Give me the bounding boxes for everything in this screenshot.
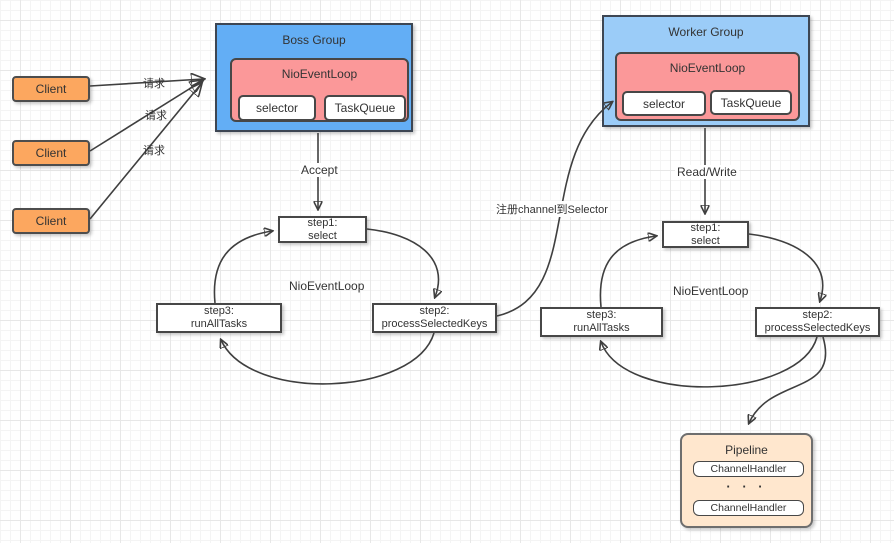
client-label: Client (35, 82, 67, 96)
step-label: step3: (204, 305, 234, 317)
pipeline-box: Pipeline ChannelHandler · · · ChannelHan… (680, 433, 813, 528)
client-box-1: Client (12, 76, 90, 102)
worker-nioeventloop-box: NioEventLoop selector TaskQueue (615, 52, 800, 121)
register-channel-label: 注册channel到Selector (494, 201, 610, 217)
worker-group-title: Worker Group (668, 25, 744, 39)
step-label: step1: (690, 221, 721, 234)
request-label-3: 请求 (143, 145, 165, 157)
boss-step1-select-box: step1: select (278, 216, 367, 243)
worker-group-box: Worker Group NioEventLoop selector TaskQ… (602, 15, 810, 127)
request-label-2: 请求 (145, 110, 167, 122)
boss-group-title: Boss Group (282, 33, 346, 47)
channelhandler-label: ChannelHandler (710, 463, 787, 475)
request-label-1: 请求 (143, 78, 165, 90)
step-label: step2: (802, 309, 833, 321)
client-label: Client (35, 146, 67, 160)
boss-step3-runalltasks-box: step3: runAllTasks (156, 303, 282, 333)
channelhandler-box-1: ChannelHandler (693, 461, 804, 477)
worker-taskqueue-label: TaskQueue (720, 95, 782, 110)
client-label: Client (35, 214, 67, 228)
accept-label: Accept (299, 163, 340, 177)
step-label: step1: (307, 216, 338, 229)
boss-taskqueue-label: TaskQueue (334, 101, 396, 115)
worker-step2-to-pipeline-arrow (749, 336, 827, 423)
channelhandler-box-2: ChannelHandler (693, 500, 804, 516)
step-label: runAllTasks (573, 322, 630, 334)
step-label: step2: (419, 305, 450, 317)
boss-nioeventloop-title: NioEventLoop (281, 67, 358, 81)
client-box-2: Client (12, 140, 90, 166)
step-label: runAllTasks (190, 318, 248, 330)
worker-step2-to-step3-arrow (601, 336, 818, 388)
client-box-3: Client (12, 208, 90, 234)
boss-selector-label: selector (255, 101, 299, 115)
worker-loop-center-label: NioEventLoop (673, 284, 749, 298)
worker-nioeventloop-title: NioEventLoop (669, 61, 746, 75)
step-label: processSelectedKeys (764, 322, 871, 334)
worker-step3-runalltasks-box: step3: runAllTasks (540, 307, 663, 337)
worker-selector-box: selector (622, 91, 706, 116)
worker-step1-to-step2-arrow (748, 233, 823, 301)
boss-nioeventloop-box: NioEventLoop selector TaskQueue (230, 58, 409, 122)
boss-step1-to-step2-arrow (366, 228, 439, 297)
boss-taskqueue-box: TaskQueue (324, 95, 406, 121)
boss-step3-to-step1-arrow (213, 231, 272, 304)
pipeline-title: Pipeline (725, 443, 768, 457)
step-label: select (691, 234, 720, 247)
boss-step2-processselectedkeys-box: step2: processSelectedKeys (372, 303, 497, 333)
boss-step2-to-step3-arrow (221, 332, 435, 385)
boss-loop-center-label: NioEventLoop (289, 279, 365, 293)
readwrite-label: Read/Write (675, 165, 739, 179)
step-label: processSelectedKeys (381, 318, 488, 330)
step-label: step3: (586, 309, 617, 321)
step-label: select (308, 229, 337, 242)
worker-step3-to-step1-arrow (599, 236, 656, 308)
channelhandler-label: ChannelHandler (710, 502, 787, 514)
worker-step1-select-box: step1: select (662, 221, 749, 248)
worker-step2-processselectedkeys-box: step2: processSelectedKeys (755, 307, 880, 337)
boss-group-box: Boss Group NioEventLoop selector TaskQue… (215, 23, 413, 132)
worker-selector-label: selector (642, 96, 686, 111)
pipeline-ellipsis: · · · (726, 479, 767, 494)
worker-taskqueue-box: TaskQueue (710, 90, 792, 115)
boss-selector-box: selector (238, 95, 316, 121)
